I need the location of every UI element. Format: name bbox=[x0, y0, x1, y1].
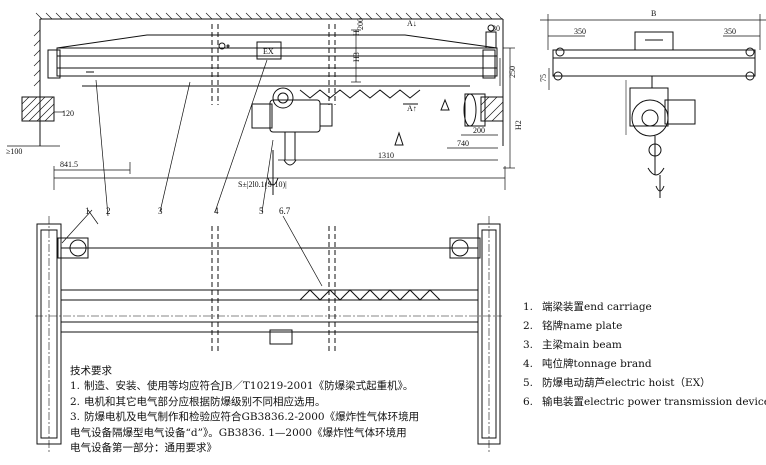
dim-841: 841.5 bbox=[60, 160, 78, 169]
legend-item: 1. 端梁装置end carriage bbox=[523, 298, 763, 317]
callout-6-7: 6.7 bbox=[279, 206, 291, 216]
dim-span: S±|2l0.1(S-10)| bbox=[238, 180, 287, 189]
technical-requirements: 技术要求 1.制造、安装、使用等均应符合JB／T10219-2001《防爆梁式起… bbox=[70, 364, 510, 457]
dim-ge100: ≥100 bbox=[6, 147, 22, 156]
legend-text: 端梁装置end carriage bbox=[542, 301, 652, 313]
requirement-text: 电机和其它电气部分应根据防爆级别不同相应选用。 bbox=[84, 395, 326, 408]
dim-200: 200 bbox=[473, 126, 485, 135]
legend-text: 铭牌name plate bbox=[542, 320, 623, 332]
requirement-item: 2.电机和其它电气部分应根据防爆级别不同相应选用。 bbox=[70, 395, 510, 411]
dim-740: 740 bbox=[457, 139, 469, 148]
plan-view bbox=[35, 216, 502, 452]
requirement-num: 3. bbox=[70, 411, 81, 423]
dim-H: H bbox=[352, 30, 361, 36]
legend-text: 防爆电动葫芦electric hoist（EX） bbox=[542, 377, 711, 389]
dim-H2: H2 bbox=[514, 120, 523, 130]
requirement-text: 制造、安装、使用等均应符合JB／T10219-2001《防爆梁式起重机》。 bbox=[84, 380, 414, 392]
parts-legend: 1. 端梁装置end carriage 2. 铭牌name plate 3. 主梁ma… bbox=[523, 298, 766, 412]
legend-num: 4. bbox=[523, 358, 534, 370]
legend-text: 吨位牌tonnage brand bbox=[542, 358, 652, 370]
dim-120: 120 bbox=[62, 109, 74, 118]
section-A2: A↑ bbox=[407, 104, 417, 113]
legend-num: 2. bbox=[523, 320, 534, 332]
requirements-title: 技术要求 bbox=[70, 365, 112, 377]
callout-2: 2 bbox=[106, 206, 111, 216]
legend-item: 3. 主梁main beam bbox=[523, 336, 763, 355]
requirement-item: 3.防爆电机及电气制作和检验应符合GB3836.2-2000《爆炸性气体环境用 … bbox=[70, 410, 510, 457]
legend-item: 2. 铭牌name plate bbox=[523, 317, 763, 336]
dim-H3: H3 bbox=[352, 52, 361, 62]
dim-350a: 350 bbox=[574, 27, 586, 36]
dim-1310: 1310 bbox=[378, 151, 394, 160]
side-elevation-view bbox=[540, 14, 766, 198]
requirement-continuation: 电气设备第一部分：通用要求》 bbox=[70, 442, 217, 454]
requirement-num: 1. bbox=[70, 380, 81, 392]
legend-item: 4. 吨位牌tonnage brand bbox=[523, 355, 763, 374]
section-A1: A↓ bbox=[407, 19, 417, 28]
dim-30: 30 bbox=[492, 24, 500, 33]
requirement-text: 防爆电机及电气制作和检验应符合GB3836.2-2000《爆炸性气体环境用 bbox=[84, 411, 420, 423]
ex-plate-label: EX bbox=[263, 47, 274, 56]
dim-75: 75 bbox=[539, 74, 548, 82]
callout-leaders bbox=[61, 59, 323, 287]
dim-350b: 350 bbox=[724, 27, 736, 36]
dim-B: B bbox=[651, 9, 656, 18]
legend-item: 6. 输电装置electric power transmission device bbox=[523, 393, 766, 412]
front-elevation-view bbox=[7, 12, 515, 195]
callout-1: 1 bbox=[85, 206, 90, 216]
legend-text: 输电装置electric power transmission device bbox=[542, 396, 766, 408]
callout-3: 3 bbox=[158, 206, 163, 216]
requirement-num: 2. bbox=[70, 395, 81, 408]
legend-num: 6. bbox=[523, 396, 534, 408]
dim-200v: 200 bbox=[356, 18, 365, 30]
legend-num: 3. bbox=[523, 339, 534, 351]
callout-5: 5 bbox=[259, 206, 264, 216]
legend-item: 5. 防爆电动葫芦electric hoist（EX） bbox=[523, 374, 763, 393]
legend-num: 1. bbox=[523, 301, 534, 313]
legend-num: 5. bbox=[523, 377, 534, 389]
requirement-continuation: 电气设备隔爆型电气设备“d”》。GB3836. 1—2000《爆炸性气体环境用 bbox=[70, 426, 407, 439]
requirement-item: 1.制造、安装、使用等均应符合JB／T10219-2001《防爆梁式起重机》。 bbox=[70, 379, 510, 395]
legend-text: 主梁main beam bbox=[542, 339, 622, 351]
callout-4: 4 bbox=[214, 206, 219, 216]
dim-250: 250 bbox=[508, 66, 517, 78]
